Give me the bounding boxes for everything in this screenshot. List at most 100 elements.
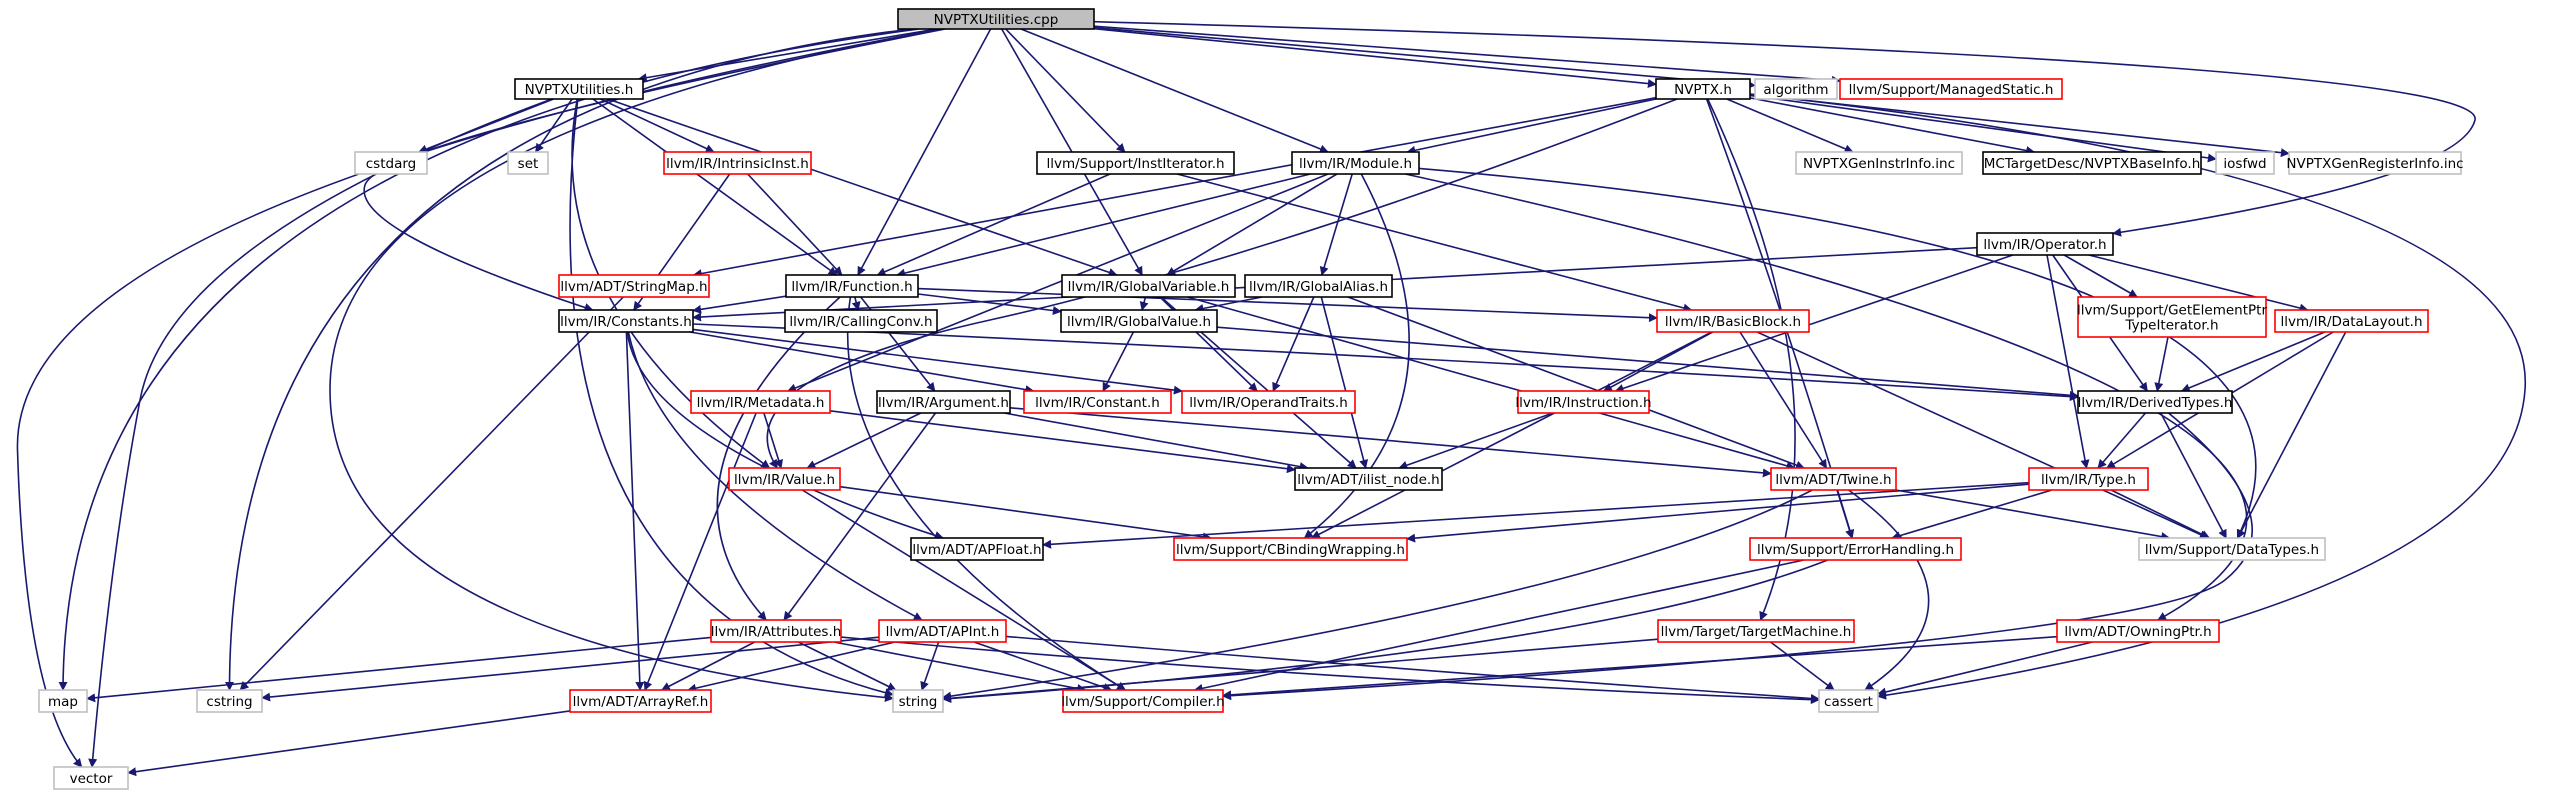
node-box bbox=[1657, 619, 1855, 643]
node-box bbox=[1770, 467, 1897, 491]
node-errorhandling[interactable]: llvm/Support/ErrorHandling.h bbox=[1749, 537, 1962, 561]
node-cbinding[interactable]: llvm/Support/CBindingWrapping.h bbox=[1173, 537, 1408, 561]
node-instruction[interactable]: llvm/IR/Instruction.h bbox=[1515, 390, 1652, 414]
node-map[interactable]: map bbox=[38, 689, 88, 713]
node-label: llvm/IR/CallingConv.h bbox=[789, 314, 932, 330]
node-label: string bbox=[899, 694, 938, 710]
node-iosfwd[interactable]: iosfwd bbox=[2215, 151, 2275, 175]
node-function[interactable]: llvm/IR/Function.h bbox=[785, 274, 919, 298]
edge-globalvalue-to-constant bbox=[1102, 331, 1135, 392]
node-box bbox=[2056, 619, 2220, 643]
node-label: NVPTXUtilities.h bbox=[525, 82, 634, 98]
node-box bbox=[1023, 390, 1172, 414]
edge-attributes-to-arrayref bbox=[661, 641, 756, 691]
node-attributes[interactable]: llvm/IR/Attributes.h bbox=[710, 619, 842, 643]
edge-operator-to-datalayout bbox=[2088, 254, 2309, 313]
edge-globalalias-to-ilistnode bbox=[1320, 296, 1369, 469]
edge-stringmap-to-cstring bbox=[239, 296, 624, 691]
edge-targetmachine-to-cassert bbox=[1770, 641, 1835, 691]
node-constant[interactable]: llvm/IR/Constant.h bbox=[1023, 390, 1172, 414]
edge-module-to-globalalias bbox=[1319, 173, 1353, 276]
node-apfloat[interactable]: llvm/ADT/APFloat.h bbox=[910, 537, 1044, 561]
node-root[interactable]: NVPTXUtilities.cpp bbox=[897, 8, 1095, 30]
node-institerator[interactable]: llvm/Support/InstIterator.h bbox=[1036, 151, 1235, 175]
node-datatypes[interactable]: llvm/Support/DataTypes.h bbox=[2138, 537, 2326, 561]
edge-root-to-algorithm bbox=[1093, 26, 1756, 90]
node-box bbox=[1291, 151, 1420, 175]
node-cassert[interactable]: cassert bbox=[1818, 689, 1879, 713]
node-vector[interactable]: vector bbox=[53, 766, 129, 790]
node-constants[interactable]: llvm/IR/Constants.h bbox=[558, 309, 694, 333]
node-label: llvm/Support/ManagedStatic.h bbox=[1849, 82, 2054, 98]
node-reginfo[interactable]: NVPTXGenRegisterInfo.inc bbox=[2286, 151, 2464, 175]
node-managedstatic[interactable]: llvm/Support/ManagedStatic.h bbox=[1839, 78, 2063, 100]
node-instrinfo[interactable]: NVPTXGenInstrInfo.inc bbox=[1795, 151, 1963, 175]
node-arrayref[interactable]: llvm/ADT/ArrayRef.h bbox=[569, 689, 712, 713]
node-argument[interactable]: llvm/IR/Argument.h bbox=[876, 390, 1011, 414]
node-label: llvm/ADT/ilist_node.h bbox=[1297, 472, 1439, 488]
node-box bbox=[2077, 390, 2233, 414]
node-box bbox=[1061, 274, 1236, 298]
edge-derivedtypes-to-compiler bbox=[1222, 412, 2254, 701]
edge-function-to-constants bbox=[692, 295, 787, 314]
edge-value-to-cbinding bbox=[839, 485, 1212, 542]
edge-utils_h-to-set bbox=[534, 98, 573, 153]
node-module[interactable]: llvm/IR/Module.h bbox=[1291, 151, 1420, 175]
node-basicinfo[interactable]: MCTargetDesc/NVPTXBaseInfo.h bbox=[1982, 151, 2202, 175]
node-stringmap[interactable]: llvm/ADT/StringMap.h bbox=[558, 274, 710, 298]
edge-root-to-function bbox=[857, 28, 992, 276]
edge-utils_h-to-string bbox=[569, 98, 894, 698]
node-targetmachine[interactable]: llvm/Target/TargetMachine.h bbox=[1657, 619, 1855, 643]
node-metadata[interactable]: llvm/IR/Metadata.h bbox=[690, 390, 831, 414]
edges bbox=[16, 20, 2526, 777]
node-intrinsicinst[interactable]: llvm/IR/IntrinsicInst.h bbox=[663, 151, 812, 175]
node-set[interactable]: set bbox=[507, 151, 549, 175]
edge-constants-to-arrayref bbox=[625, 331, 645, 691]
node-algorithm[interactable]: algorithm bbox=[1754, 78, 1838, 100]
edge-attributes-to-compiler bbox=[833, 641, 1087, 693]
edge-globalvar-to-twine bbox=[1187, 296, 1796, 471]
edge-owningptr-to-compiler bbox=[1222, 635, 2058, 700]
node-label: cstring bbox=[206, 694, 252, 710]
node-operator[interactable]: llvm/IR/Operator.h bbox=[1976, 232, 2114, 256]
node-label: MCTargetDesc/NVPTXBaseInfo.h bbox=[1984, 156, 2201, 172]
node-globalalias[interactable]: llvm/IR/GlobalAlias.h bbox=[1244, 274, 1393, 298]
node-ilistnode[interactable]: llvm/ADT/ilist_node.h bbox=[1294, 467, 1443, 491]
node-label: cstdarg bbox=[366, 156, 416, 172]
node-label: llvm/ADT/StringMap.h bbox=[560, 279, 707, 295]
node-nvptx_h[interactable]: NVPTX.h bbox=[1655, 78, 1751, 100]
edge-type-to-errorhandling bbox=[1891, 489, 2053, 540]
node-owningptr[interactable]: llvm/ADT/OwningPtr.h bbox=[2056, 619, 2220, 643]
node-basicblock[interactable]: llvm/IR/BasicBlock.h bbox=[1656, 309, 1810, 333]
node-type[interactable]: llvm/IR/Type.h bbox=[2028, 467, 2149, 491]
node-string[interactable]: string bbox=[892, 689, 944, 713]
edge-nvptx_h-to-instrinfo bbox=[1726, 98, 1854, 154]
node-twine[interactable]: llvm/ADT/Twine.h bbox=[1770, 467, 1897, 491]
node-label: llvm/IR/Operator.h bbox=[1983, 237, 2106, 253]
edge-type-to-apfloat bbox=[1042, 481, 2030, 549]
edge-module-to-function bbox=[896, 173, 1311, 278]
edge-apint-to-cassert bbox=[1005, 635, 1820, 703]
node-globalvar[interactable]: llvm/IR/GlobalVariable.h bbox=[1061, 274, 1236, 298]
node-label: llvm/Support/CBindingWrapping.h bbox=[1176, 542, 1405, 558]
edge-nvptx_h-to-module bbox=[1406, 98, 1657, 155]
edge-datalayout-to-datatypes bbox=[2237, 331, 2347, 539]
node-datalayout[interactable]: llvm/IR/DataLayout.h bbox=[2274, 309, 2429, 333]
node-cstring[interactable]: cstring bbox=[196, 689, 263, 713]
node-box bbox=[1754, 78, 1838, 100]
node-value[interactable]: llvm/IR/Value.h bbox=[728, 467, 841, 491]
node-callingconv[interactable]: llvm/IR/CallingConv.h bbox=[784, 309, 938, 333]
node-globalvalue[interactable]: llvm/IR/GlobalValue.h bbox=[1060, 309, 1218, 333]
node-compiler[interactable]: llvm/Support/Compiler.h bbox=[1061, 689, 1225, 713]
node-apint[interactable]: llvm/ADT/APInt.h bbox=[878, 619, 1007, 643]
node-operandtraits[interactable]: llvm/IR/OperandTraits.h bbox=[1181, 390, 1356, 414]
edge-root-to-constants bbox=[363, 28, 946, 312]
edge-globalalias-to-twine bbox=[1347, 296, 1805, 470]
node-utils_h[interactable]: NVPTXUtilities.h bbox=[514, 78, 644, 100]
edge-twine-to-cassert bbox=[1848, 489, 1930, 691]
node-derivedtypes[interactable]: llvm/IR/DerivedTypes.h bbox=[2077, 390, 2233, 414]
node-box bbox=[1818, 689, 1879, 713]
node-cstdarg[interactable]: cstdarg bbox=[354, 151, 428, 175]
